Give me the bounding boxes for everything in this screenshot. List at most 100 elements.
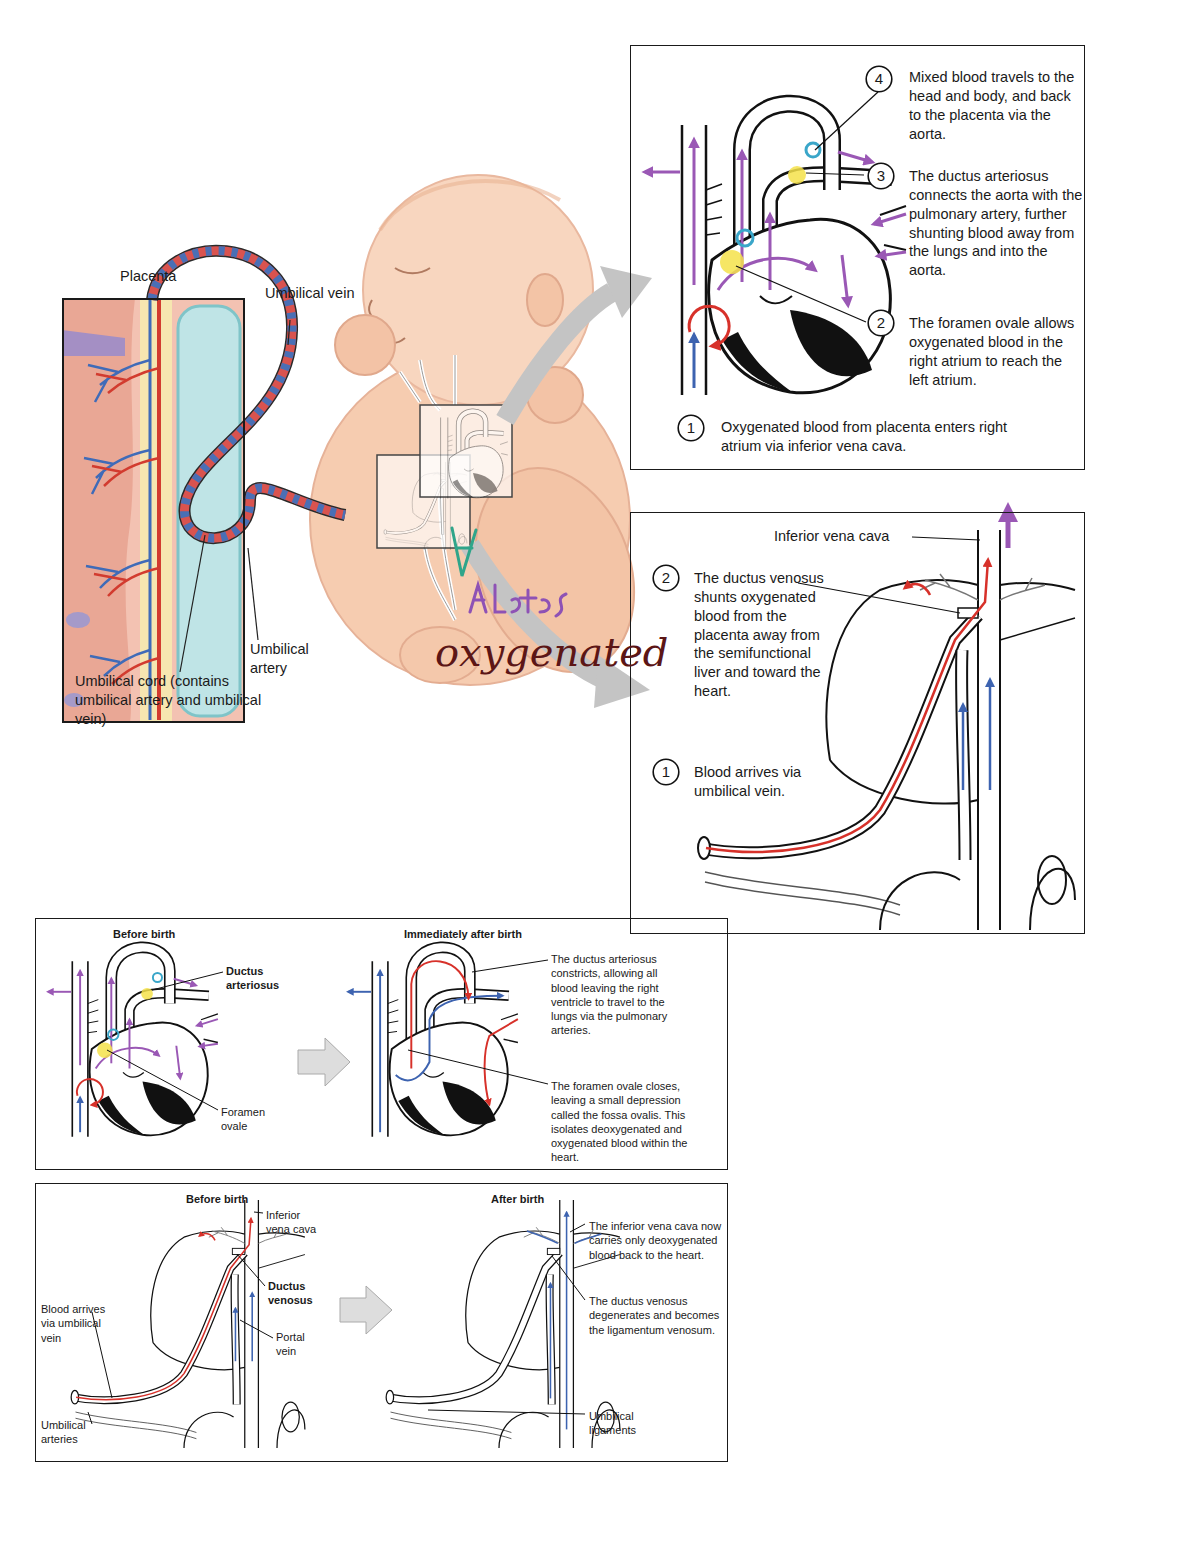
leader-line: [240, 1320, 273, 1338]
heart-after-birth: [348, 961, 518, 1132]
text-block: Ductus venosus: [268, 1279, 328, 1308]
liver-before-birth: [71, 1200, 305, 1448]
part-label: Umbilical cord (contains umbilical arter…: [75, 672, 270, 729]
leader-line: [798, 583, 960, 613]
leader-line: [180, 320, 290, 672]
text-block: The ductus venosus degenerates and becom…: [589, 1294, 724, 1337]
leader-line: [107, 960, 548, 1110]
placenta-illustration: [62, 298, 245, 723]
handwritten-scribble: [470, 585, 566, 616]
leader-line: [472, 960, 548, 972]
transition-arrow: [340, 1286, 392, 1334]
zoom-panel: Inferior vena cavaThe ductus venosus shu…: [630, 512, 1085, 934]
zoom-arrow: [505, 292, 612, 420]
text-block: Mixed blood travels to the head and body…: [909, 68, 1084, 143]
fetal-heart-illustration: [645, 140, 906, 388]
heart-after-birth: [348, 991, 371, 993]
callout-number: 1: [677, 414, 705, 442]
comparison-panel: Before birthInferior vena cavaDuctus ven…: [35, 1183, 728, 1462]
heart-after-birth: [379, 971, 381, 1132]
callout-number: 4: [865, 65, 893, 93]
fetus-illustration: [310, 175, 661, 694]
placenta-illustration: [149, 300, 152, 720]
leader-line: [428, 1410, 585, 1414]
callout-number: 2: [867, 309, 895, 337]
handwritten-scribble: [452, 528, 476, 576]
heart-after-birth: [348, 947, 518, 1136]
leader-line: [912, 537, 980, 540]
leader-line: [248, 548, 258, 640]
callout-number: 2: [867, 309, 895, 337]
callout-number: 2: [652, 564, 680, 592]
part-label: Umbilical vein: [265, 284, 355, 303]
text-block: Before birth: [186, 1192, 286, 1206]
fetus-illustration: [380, 181, 560, 230]
leader-line: [107, 1050, 218, 1110]
leader-line: [806, 173, 864, 175]
leader-line: [736, 266, 866, 322]
callout-number: 4: [865, 65, 893, 93]
leader-line: [88, 1412, 92, 1424]
text-block: Placenta: [120, 267, 230, 286]
placenta-box: Placenta: [62, 298, 245, 723]
fetus-illustration: [335, 315, 395, 375]
heart-before-birth: [48, 971, 218, 1132]
handwritten-scribble: [452, 528, 566, 616]
callout-number: 1: [652, 758, 680, 786]
text-block: Immediately after birth: [404, 927, 574, 941]
text-block: The ductus arteriosus connects the aorta…: [909, 167, 1084, 280]
fetus-illustration: [441, 411, 508, 498]
callout-number: 3: [867, 162, 895, 190]
liver-after-birth: [386, 1200, 620, 1448]
part-label: Umbilical artery: [250, 640, 340, 678]
liver-after-birth: [386, 1200, 620, 1448]
transition-arrow: [298, 1038, 350, 1086]
text-block: Before birth: [113, 927, 223, 941]
heart-before-birth: [72, 947, 218, 1136]
callout-number: 1: [677, 414, 705, 442]
text-block: Blood arrives via umbilical vein.: [694, 763, 824, 801]
callout-number: 1: [652, 758, 680, 786]
leader-line: [408, 1050, 548, 1084]
placenta-illustration: [84, 360, 150, 676]
text-block: Foramen ovale: [221, 1105, 281, 1134]
heart-after-birth: [485, 1019, 518, 1104]
text-block: Ductus arteriosus: [226, 964, 296, 993]
heart-after-birth: [372, 947, 518, 1136]
transition-arrow: [298, 1038, 392, 1334]
text-block: The inferior vena cava now carries only …: [589, 1219, 724, 1262]
leader-line: [180, 535, 205, 672]
text-block: Blood arrives via umbilical vein: [41, 1302, 121, 1345]
placenta-illustration: [62, 298, 245, 723]
heart-before-birth: [48, 947, 218, 1136]
text-block: The ductus arteriosus constricts, allowi…: [551, 952, 686, 1038]
leader-line: [798, 537, 980, 613]
handwritten-note: oxygenated: [435, 626, 695, 678]
placenta-illustration: [62, 330, 125, 356]
leader-line: [288, 320, 290, 345]
text-block: The ductus venosus shunts oxygenated blo…: [694, 569, 834, 701]
comparison-panel: Before birthDuctus arteriosusForamen ova…: [35, 918, 728, 1170]
zoom-panel: Mixed blood travels to the head and body…: [630, 45, 1085, 470]
zoom-arrow: [600, 266, 652, 318]
text-block: After birth: [491, 1192, 591, 1206]
text-block: Oxygenated blood from placenta enters ri…: [721, 418, 1021, 456]
text-block: Inferior vena cava: [774, 527, 924, 546]
text-block: The foramen ovale closes, leaving a smal…: [551, 1079, 696, 1165]
leader-line: [152, 972, 223, 990]
leader-line: [570, 1224, 585, 1232]
text-block: Umbilical ligaments: [589, 1409, 659, 1438]
callout-number: 2: [652, 564, 680, 592]
placenta-illustration: [157, 300, 161, 720]
placenta-illustration: [62, 298, 135, 723]
liver-before-birth: [71, 1200, 305, 1448]
fetal-liver-illustration: [1006, 508, 1011, 548]
leader-line: [237, 1254, 265, 1286]
fetus-illustration: [527, 274, 563, 326]
leader-line: [552, 1256, 585, 1300]
text-block: The foramen ovale allows oxygenated bloo…: [909, 314, 1084, 389]
text-block: Inferior vena cava: [266, 1208, 326, 1237]
leader-line: [815, 92, 878, 150]
leader-line: [736, 92, 878, 322]
